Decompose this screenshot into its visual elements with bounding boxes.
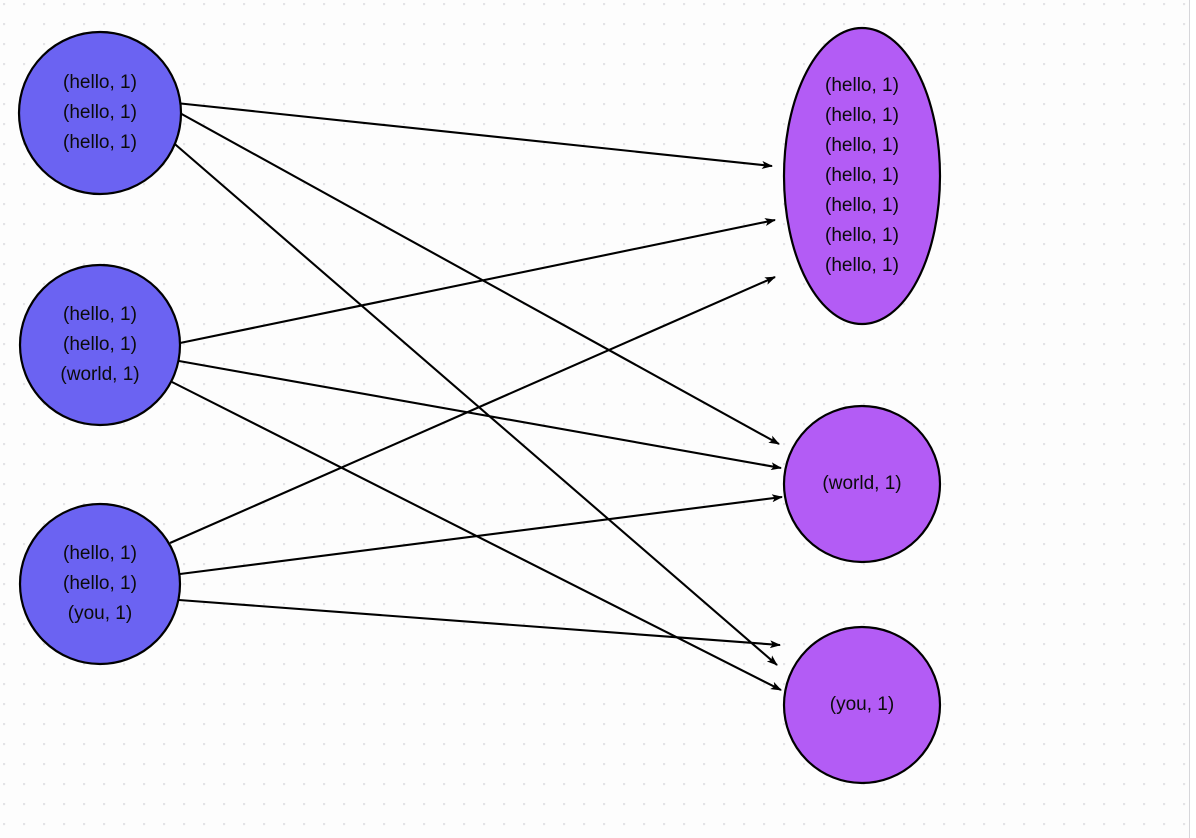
edge-m3-world[interactable] (179, 494, 783, 576)
node-shape-mapper-2[interactable] (18, 263, 182, 427)
node-shape-reducer-you[interactable] (782, 625, 942, 785)
node-mapper-1[interactable]: (hello, 1)(hello, 1)(hello, 1) (17, 30, 183, 196)
edge-m3-you[interactable] (178, 598, 781, 649)
edge-m1-you[interactable] (168, 138, 778, 666)
node-reducer-you[interactable]: (you, 1) (782, 625, 942, 785)
node-shape-mapper-1[interactable] (17, 30, 183, 196)
node-mapper-2[interactable]: (hello, 1)(hello, 1)(world, 1) (18, 263, 182, 427)
node-shape-mapper-3[interactable] (18, 502, 182, 666)
edge-m3-hello[interactable] (169, 276, 776, 544)
edge-m1-world[interactable] (177, 111, 780, 445)
node-shape-reducer-hello[interactable] (782, 26, 942, 326)
nodes-layer: (hello, 1)(hello, 1)(hello, 1) (hello, 1)… (17, 26, 942, 785)
node-reducer-world[interactable]: (world, 1) (782, 404, 942, 564)
edges-layer (168, 101, 783, 691)
edge-m2-world[interactable] (178, 359, 782, 471)
edge-m2-hello[interactable] (179, 218, 776, 345)
edge-m1-hello[interactable] (175, 101, 773, 169)
node-mapper-3[interactable]: (hello, 1)(hello, 1)(you, 1) (18, 502, 182, 666)
canvas-right-gutter (1189, 0, 1196, 838)
node-shape-reducer-world[interactable] (782, 404, 942, 564)
node-reducer-hello[interactable]: (hello, 1)(hello, 1)(hello, 1)(hello, 1)… (782, 26, 942, 326)
